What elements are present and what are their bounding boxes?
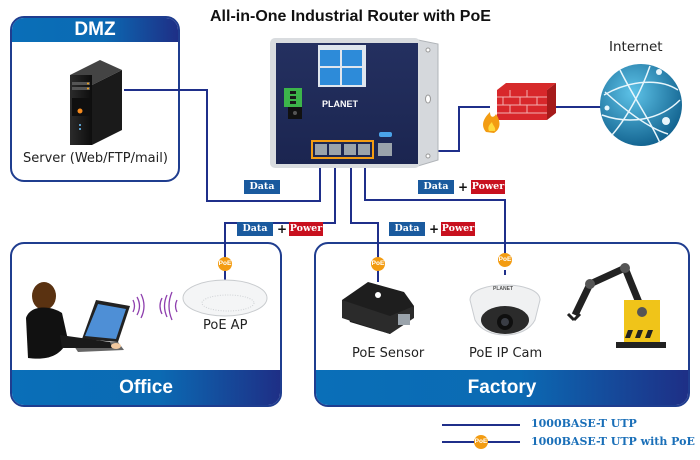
camera-brand-logo: PLANET bbox=[493, 286, 513, 292]
link-poe-ap bbox=[224, 150, 336, 262]
office-heading: Office bbox=[12, 370, 280, 405]
badge-power-cam: Power bbox=[471, 180, 505, 194]
badge-power-ap: Power bbox=[289, 222, 323, 236]
badge-data-ap: Data bbox=[237, 222, 273, 236]
link-poe-cam bbox=[364, 150, 506, 262]
poe-marker-cam: PoE bbox=[498, 253, 512, 267]
badge-plus-sensor: + bbox=[429, 222, 440, 236]
router-brand-logo: PLANET bbox=[322, 99, 359, 109]
badge-power-sensor: Power bbox=[441, 222, 475, 236]
dmz-heading: DMZ bbox=[12, 18, 178, 42]
legend-poe-marker: PoE bbox=[474, 435, 488, 449]
legend-utp-label: 1000BASE-T UTP bbox=[531, 417, 637, 430]
poe-sensor-icon bbox=[342, 282, 414, 334]
wifi-signal-icon bbox=[132, 291, 178, 321]
badge-data-cam: Data bbox=[418, 180, 454, 194]
person-laptop-icon bbox=[26, 282, 130, 359]
poe-marker-ap: PoE bbox=[218, 257, 232, 271]
poe-ap-label: PoE AP bbox=[203, 318, 248, 333]
badge-data-sensor: Data bbox=[389, 222, 425, 236]
internet-globe-icon bbox=[600, 64, 682, 146]
diagram-title: All-in-One Industrial Router with PoE bbox=[210, 8, 491, 25]
link-poe-sensor bbox=[350, 150, 379, 262]
badge-plus-cam: + bbox=[458, 180, 469, 194]
poe-ip-cam-icon: PLANET bbox=[469, 284, 541, 336]
internet-label: Internet bbox=[609, 39, 663, 55]
badge-plus-ap: + bbox=[277, 222, 288, 236]
firewall-icon bbox=[483, 83, 556, 133]
link-server bbox=[124, 89, 321, 202]
poe-ip-cam-label: PoE IP Cam bbox=[469, 346, 543, 361]
legend-utp-poe-label: 1000BASE-T UTP with PoE bbox=[531, 435, 695, 448]
badge-data-dmz: Data bbox=[244, 180, 280, 194]
poe-sensor-label: PoE Sensor bbox=[352, 346, 425, 361]
robot-arm-icon bbox=[566, 263, 666, 348]
poe-marker-sensor: PoE bbox=[371, 257, 385, 271]
server-label: Server (Web/FTP/mail) bbox=[23, 151, 168, 166]
router-device: PLANET bbox=[270, 38, 439, 168]
factory-heading: Factory bbox=[316, 370, 688, 405]
poe-ap-icon bbox=[182, 279, 268, 317]
server-icon bbox=[70, 60, 122, 145]
